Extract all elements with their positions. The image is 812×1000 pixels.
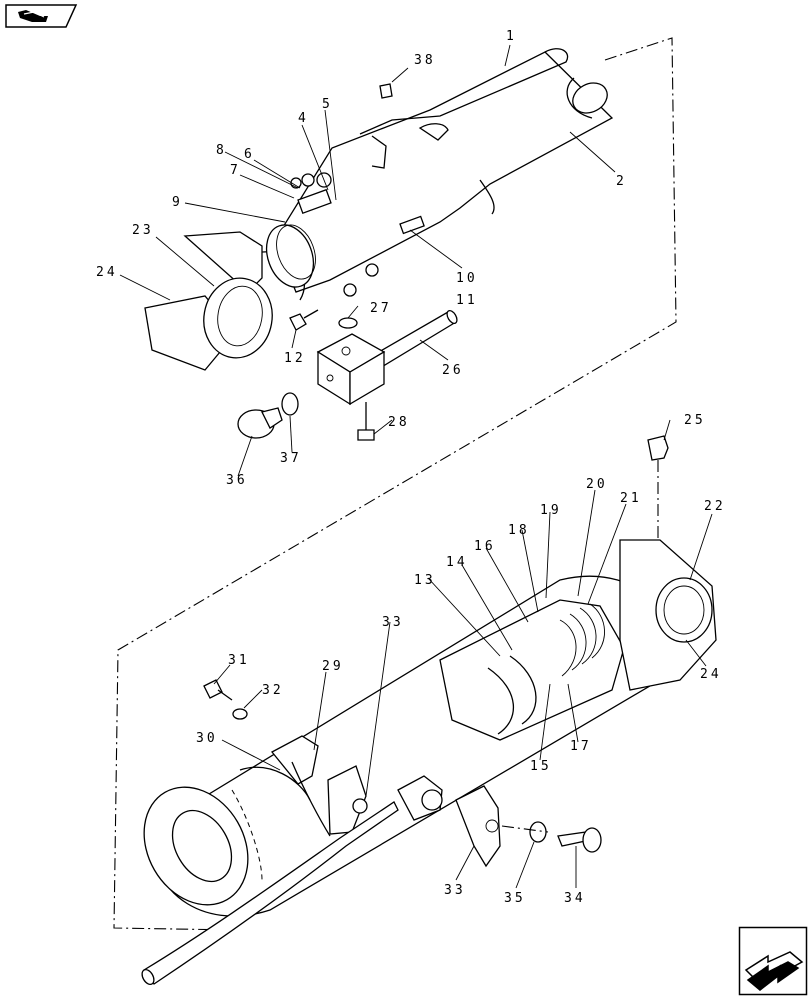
callout-19: 19 <box>540 503 562 518</box>
callout-24-upper: 24 <box>96 265 118 280</box>
callout-10: 10 <box>456 271 478 286</box>
previous-page-button[interactable] <box>4 2 78 30</box>
assembly-boundary-line <box>113 37 677 931</box>
cylinder-tube-upper <box>144 48 614 371</box>
callout-1: 1 <box>506 29 517 44</box>
callout-18: 18 <box>508 523 530 538</box>
callout-22: 22 <box>704 499 726 514</box>
callout-5: 5 <box>322 97 333 112</box>
callout-2: 2 <box>616 174 627 189</box>
callout-7: 7 <box>230 163 241 178</box>
callout-6: 6 <box>244 147 255 162</box>
callout-13: 13 <box>414 573 436 588</box>
callout-33-lower: 33 <box>444 883 466 898</box>
callout-25: 25 <box>684 413 706 428</box>
callout-12: 12 <box>284 351 306 366</box>
arrow-forward-icon <box>738 926 808 996</box>
callout-labels: 1 2 4 5 6 7 8 9 10 11 12 13 14 15 16 17 … <box>96 29 726 906</box>
cylinder-barrel-lower <box>141 539 717 986</box>
leader-lines <box>119 44 713 889</box>
small-fittings-upper <box>237 83 393 441</box>
callout-11: 11 <box>456 293 478 308</box>
callout-36: 36 <box>226 473 248 488</box>
callout-8: 8 <box>216 143 227 158</box>
callout-33-upper: 33 <box>382 615 404 630</box>
callout-16: 16 <box>474 539 496 554</box>
callout-9: 9 <box>172 195 183 210</box>
callout-29: 29 <box>322 659 344 674</box>
callout-26: 26 <box>442 363 464 378</box>
callout-4: 4 <box>298 111 309 126</box>
callout-24-lower: 24 <box>700 667 722 682</box>
hydraulic-pipe <box>371 309 458 369</box>
callout-23: 23 <box>132 223 154 238</box>
callout-32: 32 <box>262 683 284 698</box>
callout-20: 20 <box>586 477 608 492</box>
callout-15: 15 <box>530 759 552 774</box>
callout-35: 35 <box>504 891 526 906</box>
callout-37: 37 <box>280 451 302 466</box>
callout-38: 38 <box>414 53 436 68</box>
next-page-button[interactable] <box>738 926 808 996</box>
callout-14: 14 <box>446 555 468 570</box>
arrow-back-icon <box>5 4 78 28</box>
callout-17: 17 <box>570 739 592 754</box>
callout-34: 34 <box>564 891 586 906</box>
callout-30: 30 <box>196 731 218 746</box>
callout-21: 21 <box>620 491 642 506</box>
callout-31: 31 <box>228 653 250 668</box>
callout-28: 28 <box>388 415 410 430</box>
manifold-block <box>316 333 386 406</box>
callout-27: 27 <box>370 301 392 316</box>
small-fittings-lower <box>203 435 669 868</box>
